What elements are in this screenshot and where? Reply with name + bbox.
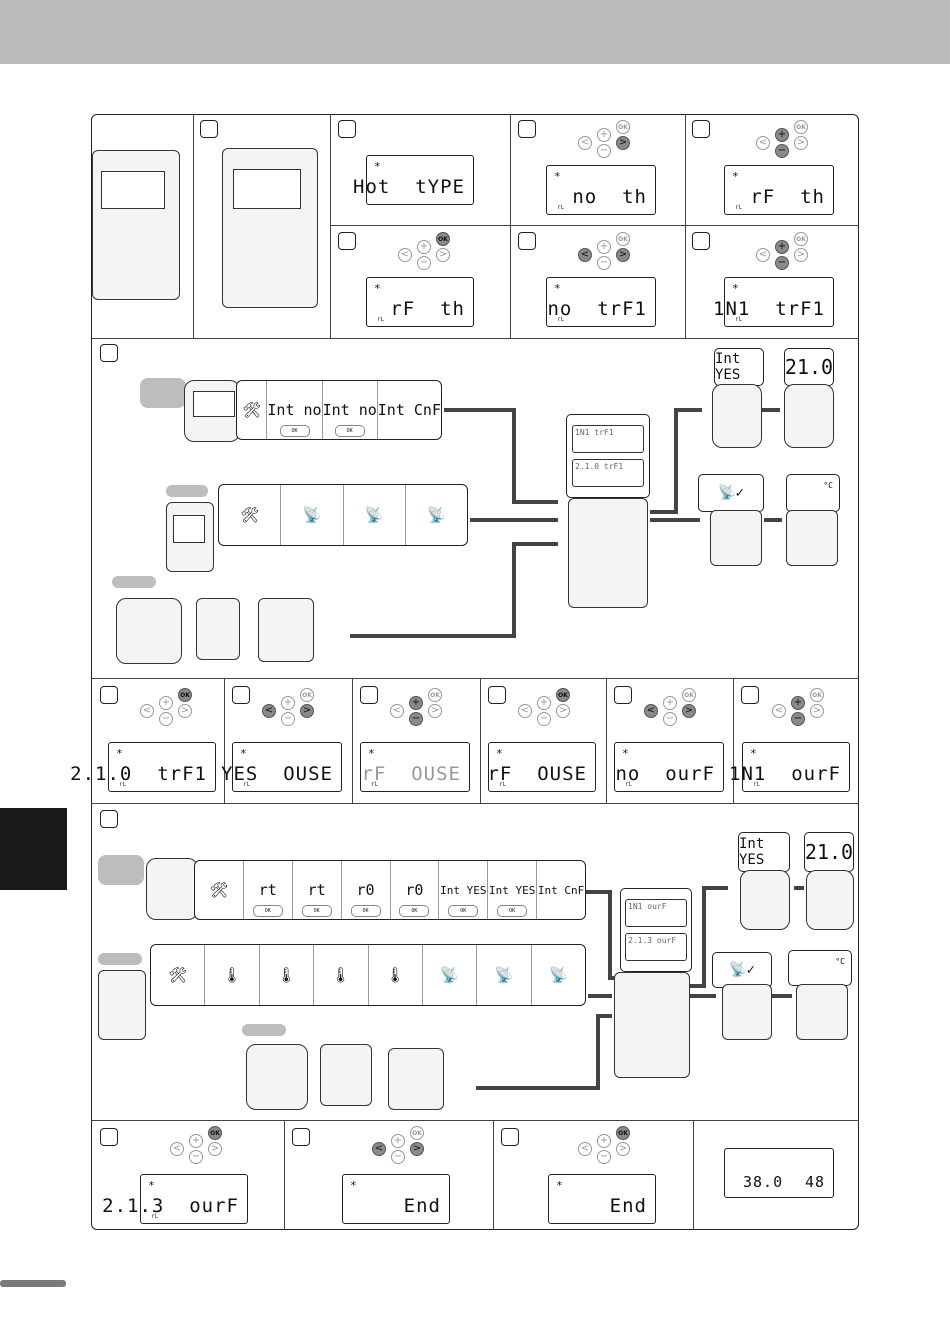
wireless-thermostat — [98, 970, 146, 1040]
step-box — [692, 120, 710, 138]
device-type-tag — [98, 855, 144, 885]
wireless-ok-bubble: 📡✓ — [698, 474, 764, 512]
wireless-thermostat — [786, 510, 838, 566]
step-box — [360, 686, 378, 704]
final-lcd-display: 38.0 48 — [724, 1148, 834, 1198]
button-pad: +− <> OK — [132, 688, 202, 732]
lcd-display: *End — [548, 1174, 656, 1224]
step-box — [100, 810, 118, 828]
step-box — [518, 120, 536, 138]
controller-lcd-bubble: 1N1 ourF 2.1.3 ourF — [620, 888, 692, 972]
step-box — [692, 232, 710, 250]
step-box — [100, 344, 118, 362]
button-pad: +− <> OK — [382, 688, 452, 732]
step-box — [292, 1128, 310, 1146]
button-pad: +− <> OK — [254, 688, 324, 732]
round-thermostat — [246, 1044, 308, 1110]
button-pad: +− <> OK — [748, 232, 818, 276]
wired-thermostat — [806, 870, 854, 930]
controller-device-left — [92, 150, 180, 300]
device-type-tag — [98, 953, 142, 965]
wireless-thermostat — [710, 510, 762, 566]
lcd-display: *Hot tYPE — [353, 155, 474, 205]
button-pad: +− <> OK — [364, 1126, 434, 1170]
step-box — [200, 120, 218, 138]
thermostat-backplate-led — [388, 1048, 444, 1110]
wired-thermostat — [784, 384, 834, 448]
step-box — [100, 686, 118, 704]
button-pad: +− <> OK — [764, 688, 834, 732]
button-pad: +− <> OK — [162, 1126, 232, 1170]
thermostat-backplate — [320, 1044, 372, 1106]
button-pad: +− <> OK — [570, 232, 640, 276]
wired-thermostat — [184, 380, 240, 442]
step-box — [501, 1128, 519, 1146]
int-yes-bubble: Int YES — [738, 832, 790, 872]
button-pad: +− <> OK — [570, 1126, 640, 1170]
chapter-tab — [0, 808, 67, 890]
button-pad: +− <> OK — [510, 688, 580, 732]
controller-device — [614, 972, 690, 1078]
wired-thermostat — [146, 858, 198, 920]
wireless-thermostat — [796, 984, 848, 1040]
thermostat-backplate — [196, 598, 240, 660]
device-type-tag — [112, 576, 156, 588]
page-footer-mark — [0, 1280, 66, 1287]
instruction-frame — [91, 114, 859, 1230]
step-box — [741, 686, 759, 704]
controller-device — [568, 498, 648, 608]
wireless-ok-bubble: 📡✓ — [712, 952, 772, 988]
celsius-bubble: °C — [788, 950, 852, 986]
wireless-thermostat-sequence: 🛠 📡 📡 📡 — [218, 484, 468, 546]
step-box — [518, 232, 536, 250]
temperature-bubble: 21.0 — [804, 832, 854, 872]
device-type-tag — [242, 1024, 286, 1036]
page-header-band — [0, 0, 950, 64]
controller-device — [222, 148, 318, 308]
device-type-tag — [140, 378, 186, 408]
button-pad: +− <> OK — [570, 120, 640, 164]
temperature-bubble: 21.0 — [784, 348, 834, 386]
button-pad: +− <> OK — [390, 232, 460, 276]
wired-thermostat — [712, 384, 762, 448]
button-pad: +− <> OK — [748, 120, 818, 164]
thermostat-backplate-led — [258, 598, 314, 662]
step-box — [100, 1128, 118, 1146]
wireless-thermostat — [722, 984, 772, 1040]
step-box — [232, 686, 250, 704]
wireless-thermostat — [166, 502, 214, 572]
wireless-thermostat-sequence-2: 🛠 🌡 🌡 🌡 🌡 📡 📡 📡 — [150, 944, 586, 1006]
step-box — [338, 232, 356, 250]
button-pad: +− <> OK — [636, 688, 706, 732]
lcd-display: *End — [342, 1174, 450, 1224]
step-box — [338, 120, 356, 138]
controller-lcd-bubble: 1N1 trF1 2.1.0 trF1 — [566, 414, 650, 498]
device-type-tag — [166, 485, 208, 497]
step-box — [488, 686, 506, 704]
round-thermostat — [116, 598, 182, 664]
wired-thermostat — [740, 870, 790, 930]
step-box — [614, 686, 632, 704]
